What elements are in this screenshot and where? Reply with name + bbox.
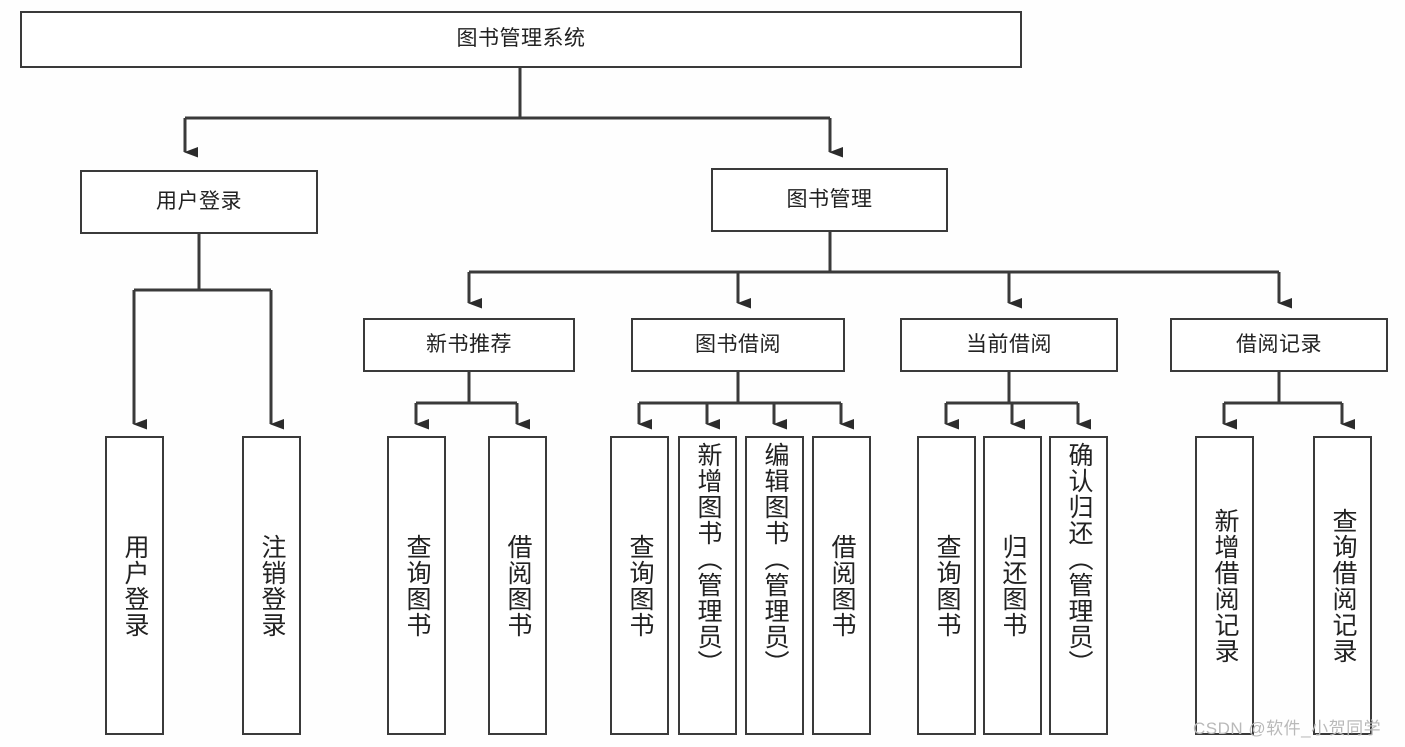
leaf-borrow-book-2[interactable]: 借阅图书 xyxy=(812,436,871,735)
node-current-borrow[interactable]: 当前借阅 xyxy=(900,318,1118,372)
node-label: 借阅记录 xyxy=(1236,332,1322,356)
node-book-borrow[interactable]: 图书借阅 xyxy=(631,318,845,372)
node-user-login[interactable]: 用户登录 xyxy=(80,170,318,234)
node-book-manage[interactable]: 图书管理 xyxy=(711,168,948,232)
node-label: 新增借阅记录 xyxy=(1211,507,1239,664)
node-label: 借阅图书 xyxy=(504,533,532,638)
node-label: 查询图书 xyxy=(933,533,961,638)
leaf-logout-login[interactable]: 注销登录 xyxy=(242,436,301,735)
node-borrow-record[interactable]: 借阅记录 xyxy=(1170,318,1388,372)
leaf-query-book-3[interactable]: 查询图书 xyxy=(917,436,976,735)
node-label: 注销登录 xyxy=(258,533,286,638)
leaf-query-book-1[interactable]: 查询图书 xyxy=(387,436,446,735)
node-label: 新书推荐 xyxy=(426,332,512,356)
node-label: 编辑图书（管理员） xyxy=(761,442,789,676)
node-label: 用户登录 xyxy=(121,533,149,638)
node-label: 用户登录 xyxy=(156,189,242,213)
node-label: 查询借阅记录 xyxy=(1329,507,1357,664)
node-label: 图书管理系统 xyxy=(456,27,586,51)
leaf-add-record[interactable]: 新增借阅记录 xyxy=(1195,436,1254,735)
leaf-return-book[interactable]: 归还图书 xyxy=(983,436,1042,735)
node-label: 查询图书 xyxy=(403,533,431,638)
csdn-watermark: CSDN @软件_小贺同学 xyxy=(1193,719,1382,738)
leaf-confirm-return[interactable]: 确认归还（管理员） xyxy=(1049,436,1108,735)
leaf-query-record[interactable]: 查询借阅记录 xyxy=(1313,436,1372,735)
leaf-user-login[interactable]: 用户登录 xyxy=(105,436,164,735)
node-label: 新增图书（管理员） xyxy=(694,442,722,676)
node-label: 确认归还（管理员） xyxy=(1065,442,1093,676)
node-label: 查询图书 xyxy=(626,533,654,638)
leaf-add-book[interactable]: 新增图书（管理员） xyxy=(678,436,737,735)
node-label: 当前借阅 xyxy=(966,332,1052,356)
leaf-query-book-2[interactable]: 查询图书 xyxy=(610,436,669,735)
leaf-edit-book[interactable]: 编辑图书（管理员） xyxy=(745,436,804,735)
node-root-system[interactable]: 图书管理系统 xyxy=(20,11,1022,68)
node-label: 图书管理 xyxy=(786,187,873,211)
node-new-book-recommend[interactable]: 新书推荐 xyxy=(363,318,575,372)
node-label: 归还图书 xyxy=(999,533,1027,638)
node-label: 图书借阅 xyxy=(695,332,781,356)
leaf-borrow-book-1[interactable]: 借阅图书 xyxy=(488,436,547,735)
node-label: 借阅图书 xyxy=(828,533,856,638)
